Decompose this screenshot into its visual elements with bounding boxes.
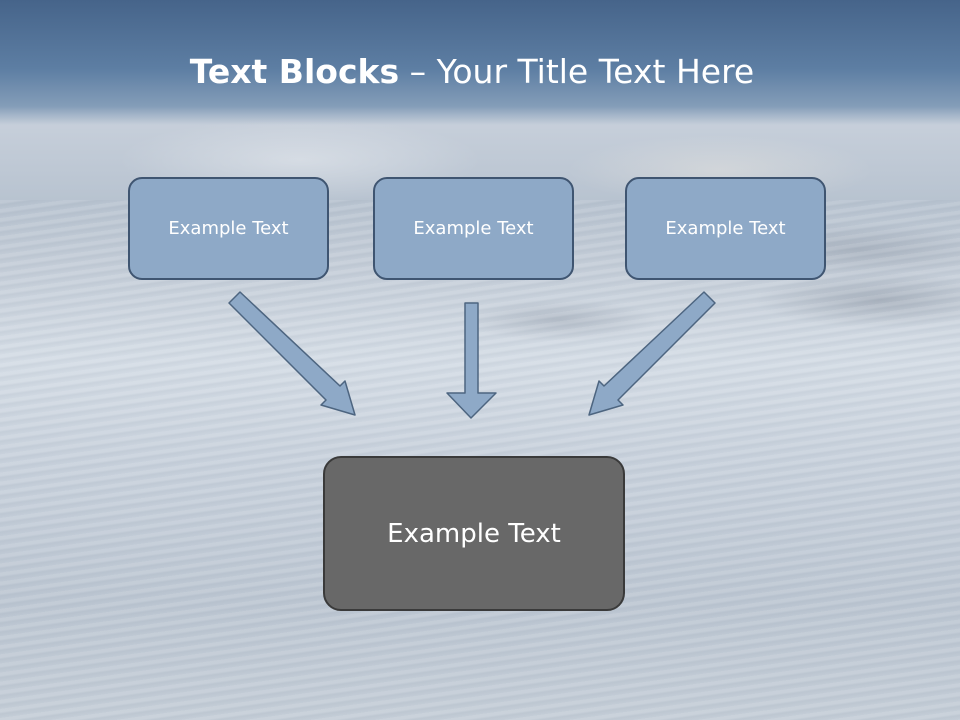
- title-bold: Text Blocks: [189, 52, 400, 91]
- slide-title[interactable]: Text Blocks – Your Title Text Here: [0, 52, 944, 91]
- title-separator: –: [399, 52, 437, 91]
- source-block-3[interactable]: Example Text: [625, 177, 826, 280]
- title-rest: Your Title Text Here: [436, 52, 755, 91]
- arrow-center-down: [446, 302, 497, 419]
- target-block-label: Example Text: [387, 518, 561, 549]
- arrow-right-diagonal: [588, 291, 716, 416]
- source-block-1[interactable]: Example Text: [128, 177, 329, 280]
- arrow-left-diagonal: [228, 291, 356, 416]
- source-block-2[interactable]: Example Text: [373, 177, 574, 280]
- source-block-3-label: Example Text: [665, 218, 786, 239]
- title-bar: [0, 0, 960, 125]
- source-block-2-label: Example Text: [413, 218, 534, 239]
- target-block[interactable]: Example Text: [323, 456, 625, 611]
- source-block-1-label: Example Text: [168, 218, 289, 239]
